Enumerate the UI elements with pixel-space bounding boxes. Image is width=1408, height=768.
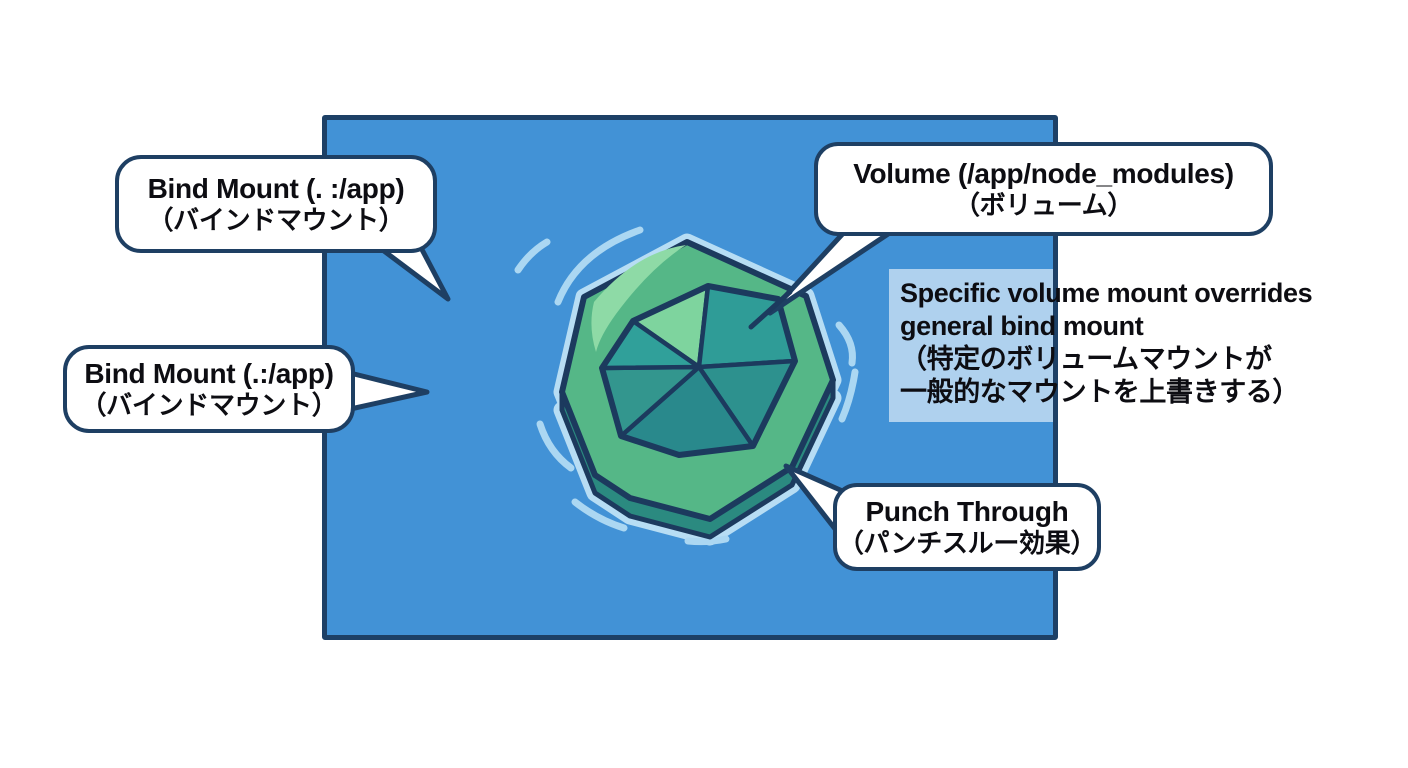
callout-label-ja: （バインドマウント） [147, 205, 405, 236]
volume-pointer-line [748, 289, 793, 330]
callout-label-en: Bind Mount (.:/app) [84, 358, 334, 390]
callout-label-ja: （ボリューム） [953, 190, 1134, 221]
callout-label-ja: （パンチスルー効果） [837, 528, 1097, 559]
ripple-mark [554, 226, 644, 306]
callout-bind-mount-top: Bind Mount (. :/app) （バインドマウント） [115, 155, 437, 253]
note-overrides: Specific volume mount overrides general … [900, 277, 1360, 409]
tail-bind-mount-left [343, 369, 430, 413]
callout-label-ja: （バインドマウント） [80, 390, 338, 421]
tail-volume [767, 223, 903, 316]
ripple-mark [835, 321, 856, 367]
callout-punch-through: Punch Through （パンチスルー効果） [833, 483, 1101, 571]
note-highlight [889, 269, 1053, 422]
ripple-mark [514, 238, 551, 274]
ripple-mark [536, 420, 575, 472]
gem-facets [599, 283, 798, 458]
callout-volume: Volume (/app/node_modules) （ボリューム） [814, 142, 1273, 236]
ripple-mark [571, 498, 628, 532]
callout-label-en: Bind Mount (. :/app) [147, 173, 405, 205]
gem-highlight [591, 245, 686, 352]
callout-bind-mount-left: Bind Mount (.:/app) （バインドマウント） [63, 345, 355, 433]
ripple-marks [514, 226, 859, 546]
note-line: Specific volume mount overrides [900, 278, 1313, 308]
callout-label-en: Punch Through [865, 496, 1069, 528]
gem-inner-outline [599, 283, 798, 458]
callout-label-en: Volume (/app/node_modules) [853, 158, 1234, 190]
note-line: （特定のボリュームマウントが [900, 344, 1272, 374]
note-line: 一般的なマウントを上書きする） [900, 377, 1299, 407]
ripple-mark [838, 368, 859, 423]
note-line: general bind mount [900, 311, 1144, 341]
ripple-mark [684, 535, 730, 546]
